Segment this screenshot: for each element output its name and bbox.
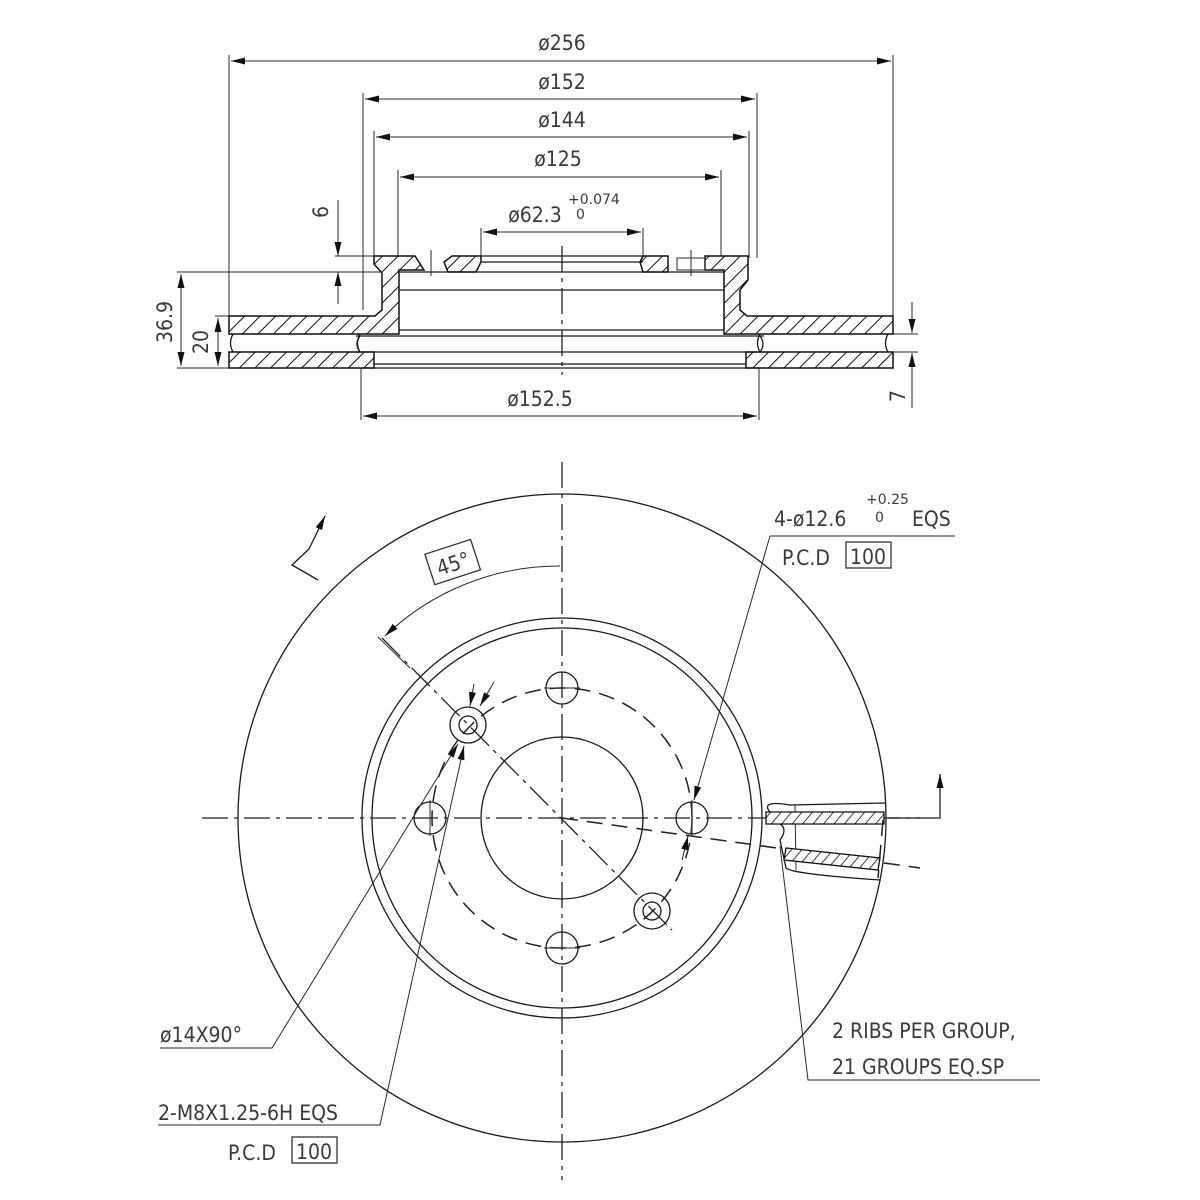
countersink-spec: ø14X90° [160,1023,242,1047]
annotations: 4-ø12.6 +0.25 0 EQS P.C.D 100 ø14X90° 2-… [158,492,1016,1165]
section-left [228,250,482,369]
bolt-hole-suffix: EQS [912,507,951,531]
dim-hat-face-thickness: 6 [309,206,333,218]
threaded-hole-pcd-value: 100 [296,1140,332,1164]
front-view: 45° [158,462,1040,1180]
dim-hat-inner-diameter: ø144 [538,108,586,132]
section-internal-lines [356,246,764,375]
threaded-hole-pcd-label: P.C.D [228,1141,276,1165]
bolt-hole-tol-lower: 0 [875,510,884,526]
dim-center-bore-tol-upper: +0.074 [568,192,620,208]
extension-lines [177,55,918,420]
leaders [158,535,1040,1126]
section-view: ø256 ø152 ø144 ø125 ø62.3 +0.074 0 ø152.… [153,31,918,420]
bolt-hole-pcd-label: P.C.D [782,546,830,570]
center-bore [480,736,644,900]
bolt-holes [413,671,709,965]
section-dimension-labels: ø256 ø152 ø144 ø125 ø62.3 +0.074 0 ø152.… [153,31,910,411]
section-right [639,250,894,369]
hat-inner-edge [371,627,753,1009]
rib-detail [765,802,886,881]
ribs-note-line1: 2 RIBS PER GROUP, [832,1019,1016,1043]
bolt-hole-note: 4-ø12.6 +0.25 0 EQS P.C.D 100 [774,492,951,570]
dim-hat-outer-diameter: ø152 [538,70,586,94]
angle-arc [384,565,561,637]
ribs-note: 2 RIBS PER GROUP, 21 GROUPS EQ.SP [832,1019,1016,1079]
threaded-hole-spec: 2-M8X1.25-6H EQS [158,1101,338,1125]
dim-center-bore-tol-lower: 0 [576,207,585,223]
section-arrow-right [888,774,944,819]
ribs-note-line2: 21 GROUPS EQ.SP [832,1055,1004,1079]
dim-center-bore: ø62.3 [508,203,562,227]
bolt-hole-spec: 4-ø12.6 [774,507,846,531]
threaded-hole-note: 2-M8X1.25-6H EQS P.C.D 100 [158,1101,338,1165]
dim-disc-thickness: 20 [189,330,213,354]
dimension-lines [177,57,916,420]
diagonal-centerline [381,637,673,931]
angle-label-box: 45° [424,538,482,586]
dim-inner-vent-diameter: ø152.5 [507,387,573,411]
dim-125-diameter: ø125 [534,147,582,171]
dim-overall-height: 36.9 [153,301,177,343]
hat-outer-edge [361,617,763,1019]
bolt-hole-tol-upper: +0.25 [866,492,909,508]
section-arrow-left [290,515,326,581]
dim-outer-diameter: ø256 [538,31,586,55]
bolt-hole-pcd-value: 100 [850,545,886,569]
angle-label: 45° [434,547,473,580]
threaded-holes [449,706,671,930]
dim-friction-ring-thickness: 7 [886,390,910,402]
outer-disc-edge [237,493,887,1143]
